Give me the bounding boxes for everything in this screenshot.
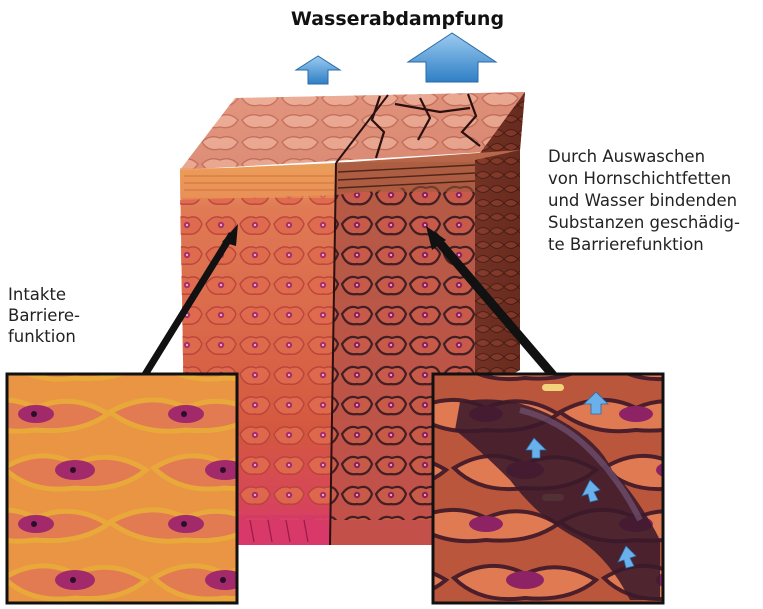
intact-barrier-label: Intakte Barriere- funktion: [8, 284, 80, 347]
page-title: Wasserabdampfung: [285, 8, 510, 30]
small-up-arrow-icon: [296, 56, 340, 84]
damaged-barrier-label: Durch Auswaschen von Hornschichtfetten u…: [548, 146, 740, 256]
inset-damaged-barrier: [433, 374, 663, 603]
inset-intact-barrier: [7, 374, 237, 603]
large-up-arrow-icon: [408, 33, 496, 82]
